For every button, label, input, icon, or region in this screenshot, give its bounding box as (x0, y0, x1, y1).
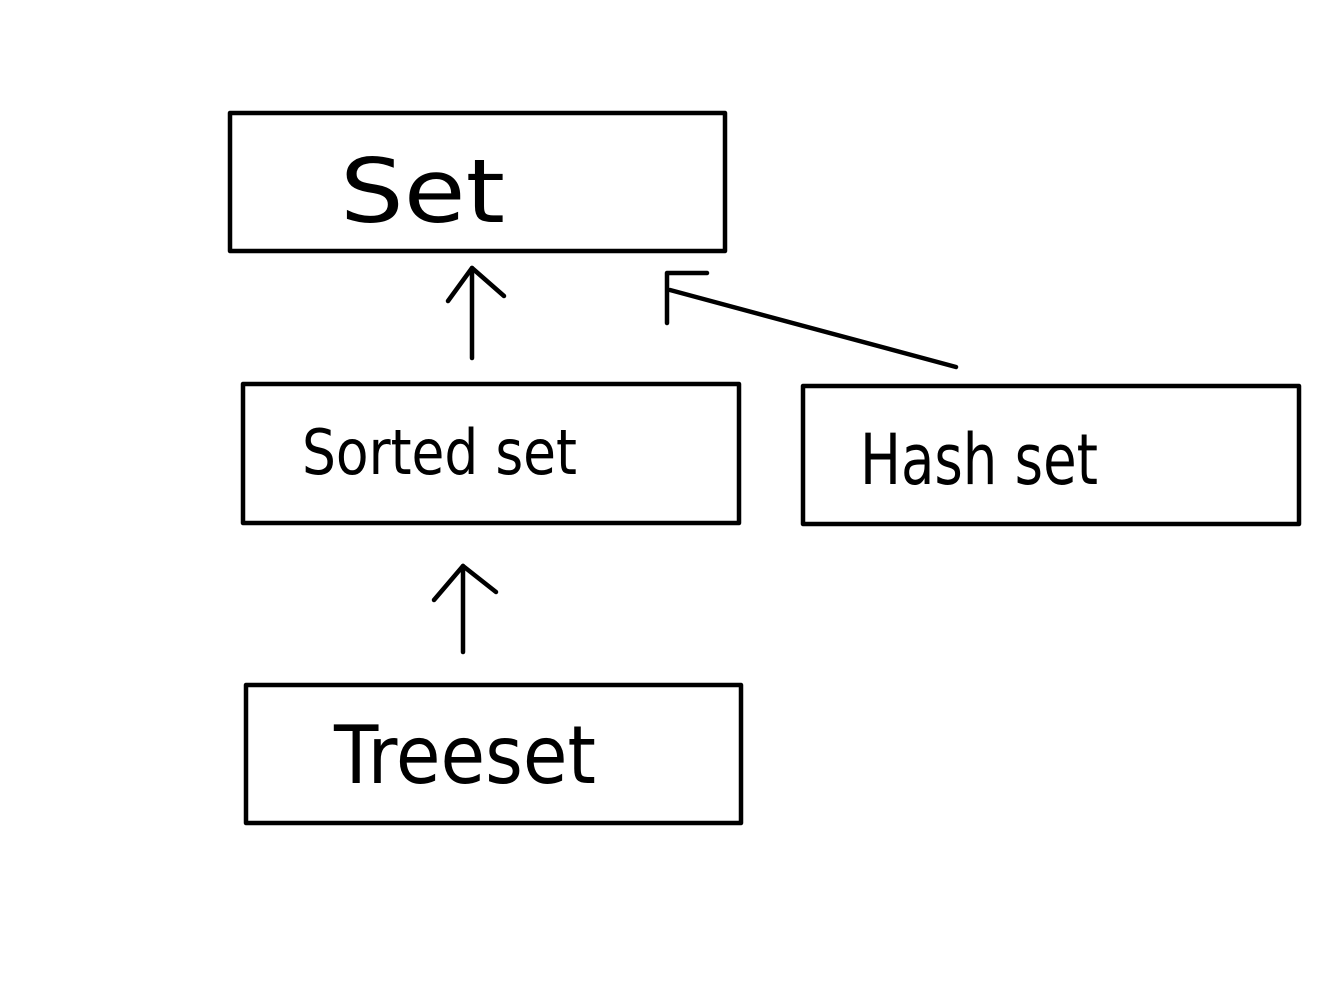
node-hash-set: Hash set (800, 383, 1302, 527)
node-tree-set-box (243, 682, 744, 826)
edge-hash-set-to-set (664, 270, 959, 370)
arrowhead-up-icon (445, 265, 507, 304)
edge-tree-set-to-sorted-set (431, 563, 499, 655)
node-hash-set-box (800, 383, 1302, 527)
node-hash-set-label: Hash set (860, 419, 1098, 501)
node-sorted-set-label: Sorted set (302, 416, 577, 489)
node-tree-set-label: Treeset (333, 709, 596, 802)
node-sorted-set: Sorted set (240, 381, 742, 526)
edge-hash-set-to-set-shaft (667, 287, 959, 370)
node-tree-set: Treeset (243, 682, 744, 826)
node-set: Set (227, 110, 728, 254)
node-set-label: Set (340, 140, 505, 243)
arrowhead-corner-icon (664, 270, 710, 326)
node-set-box (227, 110, 728, 254)
edge-sorted-set-to-set (445, 265, 507, 361)
arrowhead-up-icon (431, 563, 499, 603)
node-sorted-set-box (240, 381, 742, 526)
